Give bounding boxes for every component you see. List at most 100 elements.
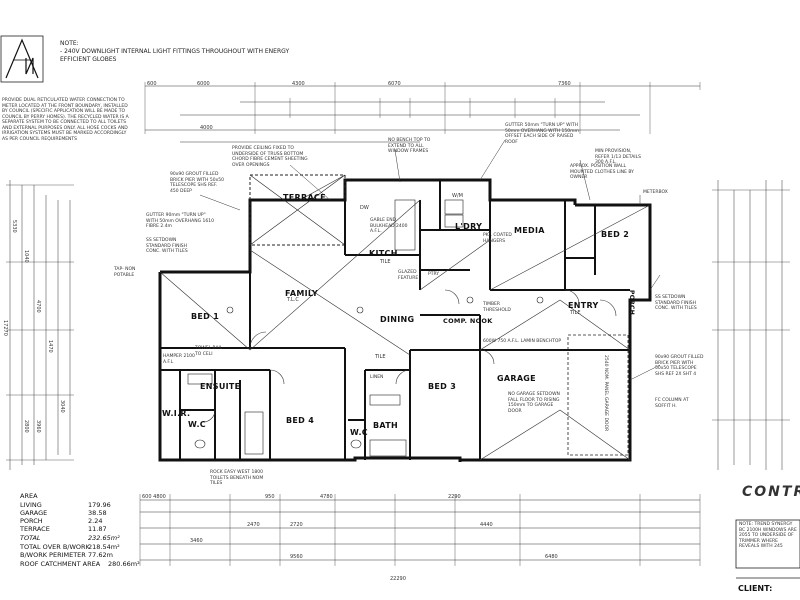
dim-left-4: 1470 — [47, 340, 53, 353]
note-pier-2: 90x90 GROUT FILLED BRICK PIER WITH 50x50… — [655, 355, 704, 377]
tile-label-3: TILE — [375, 354, 386, 360]
dim-bottom-6: 2470 — [247, 522, 260, 528]
note-hangers: PKT. COATED HANGERS — [483, 233, 512, 244]
note-ceiling: PROVIDE CEILING FIXED TO UNDERSIDE OF TR… — [232, 146, 308, 168]
note-hamper: HAMPER 2100 A.F.L — [163, 354, 195, 365]
left-dimension-lines — [6, 180, 74, 470]
area-label: TOTAL OVER B/WORK — [20, 543, 90, 551]
room-media: MEDIA — [514, 226, 545, 235]
dim-bottom-9: 9560 — [290, 554, 303, 560]
room-dining: DINING — [380, 315, 415, 324]
note-meterbox: METERBOX — [643, 190, 668, 195]
title-block-lines — [735, 519, 800, 579]
header-note-title: NOTE: — [60, 40, 79, 47]
dim-left-2: 1040 — [23, 250, 29, 263]
area-value: 38.58 — [88, 509, 107, 517]
area-label: ROOF CATCHMENT AREA — [20, 560, 101, 568]
tile-label-1: TILE — [380, 259, 391, 265]
contract-title: CONTRA — [742, 484, 800, 500]
dim-bottom-3: 4780 — [320, 494, 333, 500]
door-swings — [202, 289, 617, 423]
dim-top-6: 4000 — [200, 125, 213, 131]
dim-bottom-8: 4440 — [480, 522, 493, 528]
room-bath: BATH — [373, 421, 399, 430]
callout-leaders — [199, 139, 661, 381]
area-value: 232.65m² — [88, 534, 120, 542]
area-value: 280.66m² — [108, 560, 140, 568]
room-porch: PORCH — [628, 290, 635, 316]
area-label: B/WORK PERIMETER — [20, 551, 86, 559]
client-label: CLIENT: — [738, 584, 773, 593]
room-kitchen: KITCH. — [369, 249, 402, 258]
dim-top-1: 600 — [147, 81, 157, 87]
note-gutter-2: GUTTER 50mm "TURN UP" WITH 50mm OVERHANG… — [505, 123, 579, 145]
room-entry: ENTRY — [568, 301, 599, 310]
note-gutter: GUTTER 90mm "TURN UP" WITH 50mm OVERHANG… — [146, 213, 214, 229]
dim-left-7: 2800 — [23, 420, 29, 433]
dim-top-3: 4300 — [292, 81, 305, 87]
area-row-garage: GARAGE 38.58 — [20, 509, 160, 517]
note-gable: GABLE END BULKHEAD 2400 A.F.L. — [370, 218, 408, 234]
note-timber: TIMBER THRESHOLD — [483, 302, 511, 313]
note-bench-2: 600W 750 A.F.L. LAMIN BENCHTOP — [483, 339, 562, 344]
area-value: 2.24 — [88, 517, 103, 525]
area-label: GARAGE — [20, 509, 48, 517]
area-table-header: AREA — [20, 492, 38, 500]
area-row-roof: ROOF CATCHMENT AREA 280.66m² — [20, 560, 160, 568]
note-garage-fall: NO GARAGE SETDOWN FALL FLOOR TO RISING 1… — [508, 392, 560, 414]
room-wc-2: W.C — [350, 428, 368, 437]
area-value: 11.87 — [88, 525, 107, 533]
area-label: PORCH — [20, 517, 43, 525]
dw-label: DW — [360, 205, 369, 211]
note-towel: TOWEL RAIL TO CELI — [195, 346, 223, 357]
garage-door — [567, 334, 629, 456]
room-bed2: BED 2 — [601, 230, 630, 239]
room-laundry: L'DRY — [455, 222, 483, 231]
note-garage-door: 2540 NOM. PANEL GARAGE DOOR — [603, 355, 608, 432]
room-family: FAMILY — [285, 289, 319, 298]
wm-label: W/M — [452, 193, 463, 199]
area-value: 218.54m² — [88, 543, 120, 551]
tile-label-2: TILE — [570, 310, 581, 316]
note-linen: LINEN — [370, 375, 384, 380]
area-row-porch: PORCH 2.24 — [20, 517, 160, 525]
header-note-line2: EFFICIENT GLOBES — [60, 56, 117, 63]
north-arrow-icon — [0, 35, 44, 83]
note-provision: MIN PROVISION, REFER 1/13 DETAILS 300 A.… — [595, 149, 641, 165]
dim-bottom-1: 600 4800 — [142, 494, 166, 500]
dim-top-2: 6000 — [197, 81, 210, 87]
dim-bottom-7: 2720 — [290, 522, 303, 528]
area-value: 179.96 — [88, 501, 111, 509]
note-setdown-2: SS SETDOWN STANDARD FINISH CONC. WITH TI… — [655, 295, 697, 311]
note-bench: NO BENCH TOP TO EXTEND TO ALL WINDOW FRA… — [388, 138, 431, 154]
fixtures — [187, 199, 544, 457]
area-value: 77.62m — [88, 551, 113, 559]
dim-top-4: 6070 — [388, 81, 401, 87]
internal-walls — [160, 180, 630, 460]
ceiling-diagonals — [159, 174, 651, 461]
room-bed4: BED 4 — [286, 416, 315, 425]
dim-bottom-2: 950 — [265, 494, 275, 500]
note-column: FC COLUMN AT SOFFIT H. — [655, 398, 689, 409]
room-bed3: BED 3 — [428, 382, 457, 391]
note-setdown-1: SS SETDOWN STANDARD FINISH CONC. WITH TI… — [146, 238, 188, 254]
note-rock: ROCK EASY WEST 1800 TOILETS BENEATH NOM … — [210, 470, 264, 486]
water-connection-note: PROVIDE DUAL RETICULATED WATER CONNECTIO… — [2, 98, 129, 142]
room-comp-nook: COMP. NOOK — [443, 317, 493, 325]
dim-bottom-4: 2290 — [448, 494, 461, 500]
room-terrace: TERRACE — [283, 193, 326, 202]
right-dimension-lines — [712, 180, 790, 470]
top-dimension-lines — [144, 82, 701, 143]
note-glazed: GLAZED FEATURE — [398, 270, 419, 281]
dim-left-6: 3040 — [59, 400, 65, 413]
header-note-line1: - 240V DOWNLIGHT INTERNAL LIGHT FITTINGS… — [60, 48, 290, 55]
note-pier: 90x90 GROUT FILLED BRICK PIER WITH 50x50… — [170, 172, 224, 194]
note-pantry: PTRY — [428, 272, 440, 277]
note-tap: TAP- NON POTABLE — [114, 267, 136, 278]
